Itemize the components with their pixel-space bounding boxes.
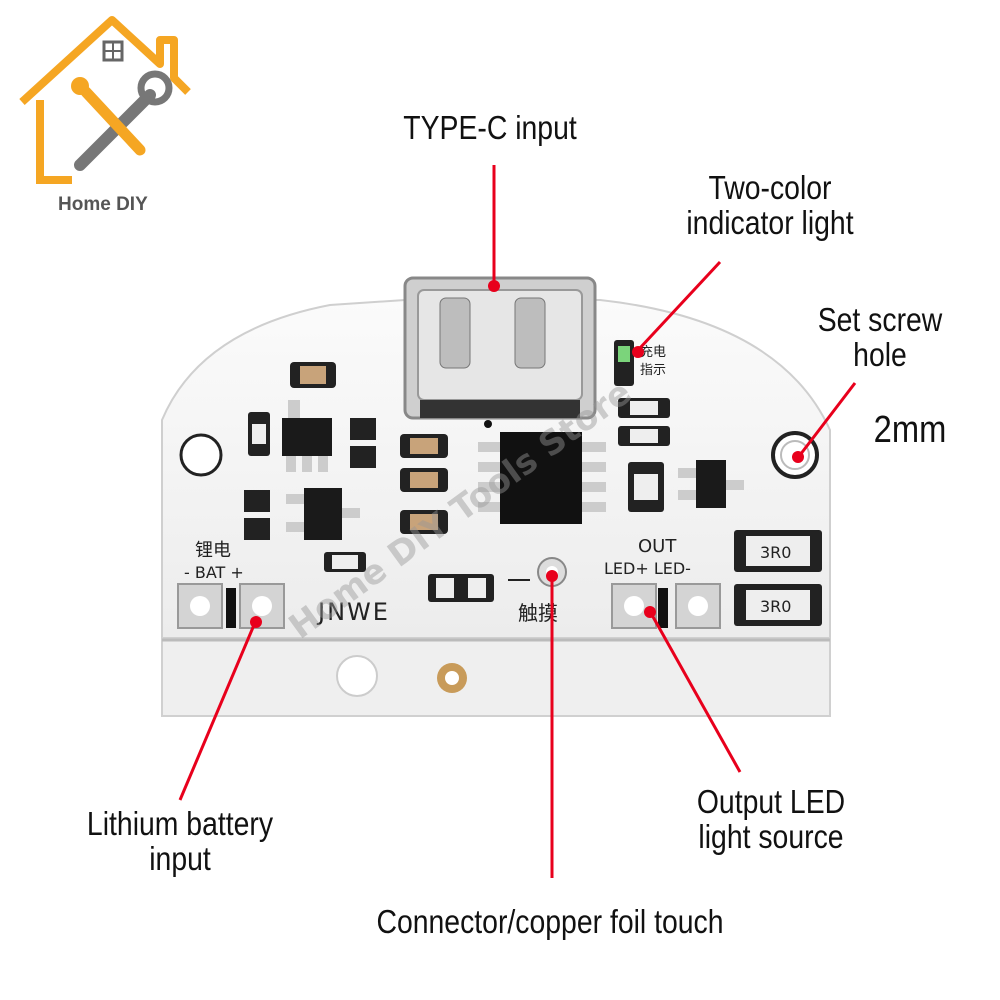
board-bat-cn-text: 锂电 (195, 540, 231, 561)
typec-input-label: TYPE-C input (403, 109, 577, 146)
touch-connector-label: Connector/copper foil touch (376, 903, 724, 940)
logo-text: Home DIY (58, 194, 148, 215)
resistor-1-marking: 3R0 (760, 543, 791, 562)
output-led-label: Output LED light source (696, 783, 846, 855)
board-out-text: OUT (638, 536, 677, 557)
board-bat-text: - BAT + (184, 563, 244, 582)
board-led-text: LED+ LED- (604, 559, 691, 578)
home-diy-logo-icon (19, 16, 191, 184)
board-charge-cn-1: 充电 (640, 344, 666, 360)
battery-input-label: Lithium battery input (86, 805, 274, 877)
resistor-2-marking: 3R0 (760, 597, 791, 616)
board-brand-text: JNWE (316, 598, 390, 626)
indicator-light-label: Two-color indicator light (686, 169, 854, 241)
screw-size-label: 2mm (873, 409, 947, 451)
screw-hole-label: Set screw hole (817, 301, 943, 373)
board-charge-cn-2: 指示 (640, 363, 666, 378)
